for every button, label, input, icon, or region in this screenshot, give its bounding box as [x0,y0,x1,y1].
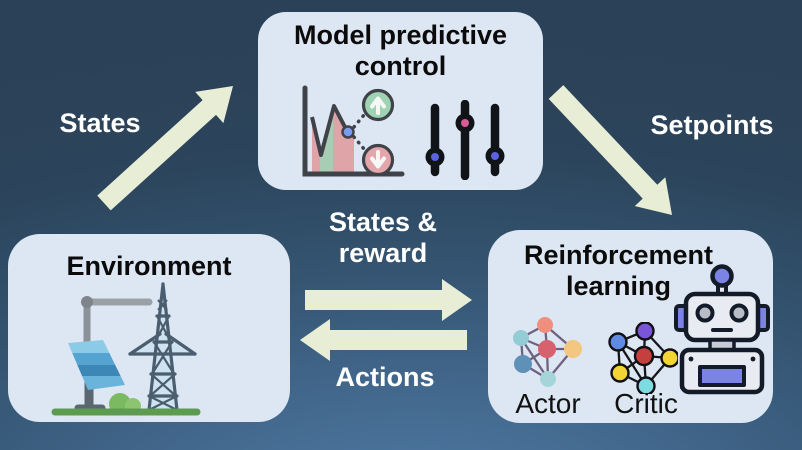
mpc-title: Model predictive control [293,20,508,81]
environment-node: Environment [8,234,290,422]
rl-node: Reinforcement learning [488,230,773,423]
forecast-chart-icon [302,85,405,177]
actions-arrow-icon [300,319,467,361]
states-reward-edge-label: States & reward [328,207,438,268]
sliders-icon [425,100,505,180]
mpc-node: Model predictive control [258,12,543,190]
states-reward-arrow-icon [305,279,472,321]
actions-edge-label: Actions [335,362,435,392]
rl-title: Reinforcement learning [523,240,714,301]
states-arrow-icon [97,86,233,211]
critic-label: Critic [614,388,678,419]
critic-network-icon [608,322,678,394]
actor-network-icon [513,317,582,387]
power-grid-icon [51,282,201,416]
setpoints-arrow-icon [548,85,672,215]
robot-icon [674,264,770,395]
environment-title: Environment [66,251,232,281]
states-edge-label: States [59,108,141,138]
actor-label: Actor [515,388,581,419]
setpoints-edge-label: Setpoints [650,110,774,140]
transmission-tower-icon [128,282,197,412]
